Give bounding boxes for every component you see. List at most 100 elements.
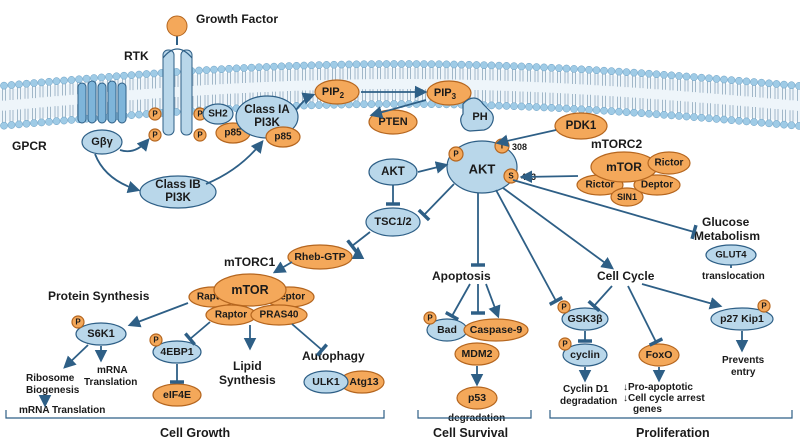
pip2-node: PIP2 — [314, 79, 360, 105]
svg-text:Bad: Bad — [437, 324, 457, 336]
svg-text:PIP3: PIP3 — [434, 87, 457, 101]
mrna-translation-label-2: Translation — [84, 377, 137, 388]
svg-text:SH2: SH2 — [208, 109, 228, 120]
lipid-synthesis-label-2: Synthesis — [219, 373, 276, 387]
svg-text:SIN1: SIN1 — [617, 192, 637, 202]
mrna-translation-bottom-label: mRNA Translation — [19, 405, 105, 416]
svg-text:AKT: AKT — [469, 162, 496, 177]
cell-cycle-label: Cell Cycle — [597, 269, 655, 283]
svg-text:Class IA: Class IA — [244, 104, 289, 116]
s6k1-node: S6K1 P — [71, 315, 127, 346]
svg-text:PI3K: PI3K — [254, 117, 280, 129]
svg-text:P: P — [152, 110, 158, 119]
svg-text:PI3K: PI3K — [165, 192, 191, 204]
svg-text:P: P — [562, 340, 568, 349]
svg-text:Class IB: Class IB — [155, 179, 200, 191]
svg-text:PDK1: PDK1 — [566, 120, 597, 132]
svg-text:Deptor: Deptor — [273, 292, 305, 303]
pro-apoptotic-label: ↓Pro-apoptotic — [623, 382, 693, 393]
svg-text:FoxO: FoxO — [646, 349, 673, 361]
svg-text:MDM2: MDM2 — [462, 348, 493, 360]
class-ib-pi3k-node: Class IB PI3K — [139, 175, 217, 209]
pip3-node: PIP3 — [426, 80, 472, 106]
svg-text:P: P — [153, 336, 159, 345]
glucose-label-2: Metabolism — [694, 229, 760, 243]
svg-text:p53: p53 — [468, 392, 486, 404]
glut4-node: GLUT4 — [705, 244, 757, 266]
mtorc1-complex: Raptor Deptor Raptor PRAS40 mTOR — [188, 273, 315, 326]
svg-text:Rictor: Rictor — [655, 158, 684, 169]
bottom-brackets — [5, 410, 793, 419]
pdk1-node: PDK1 — [554, 112, 608, 140]
cell-cycle-arrest-label-2: genes — [633, 404, 662, 415]
svg-text:P: P — [152, 131, 158, 140]
proliferation-label: Proliferation — [636, 426, 710, 440]
protein-synthesis-label: Protein Synthesis — [48, 289, 150, 303]
svg-text:Rheb-GTP: Rheb-GTP — [294, 251, 345, 263]
akt-left-node: AKT — [368, 158, 418, 186]
class-ia-pi3k-complex: SH2 p85 Class IA PI3K p85 — [202, 95, 301, 148]
svg-text:PIP2: PIP2 — [322, 86, 345, 100]
svg-text:P: P — [197, 131, 203, 140]
rtk-receptor — [162, 48, 193, 136]
svg-text:4EBP1: 4EBP1 — [160, 346, 193, 358]
growth-factor-ligand — [166, 15, 188, 45]
rtk-label: RTK — [124, 49, 149, 63]
svg-text:GSK3β: GSK3β — [567, 313, 603, 325]
mtorc2-complex: Rictor SIN1 Deptor mTOR Rictor — [576, 151, 691, 207]
svg-text:AKT: AKT — [381, 166, 405, 178]
svg-text:Gβγ: Gβγ — [91, 136, 113, 148]
prevents-label-1: Prevents — [722, 355, 765, 366]
foxo-node: FoxO — [638, 343, 680, 367]
gpcr-receptor — [77, 80, 127, 124]
svg-text:PH: PH — [472, 111, 487, 123]
translocation-label: translocation — [702, 271, 765, 282]
bad-casp9-complex: Bad P Caspase-9 — [423, 311, 529, 342]
mtorc1-label: mTORC1 — [224, 255, 275, 269]
svg-text:GLUT4: GLUT4 — [715, 250, 747, 261]
4ebp1-node: 4EBP1 P — [149, 333, 202, 364]
t308-label: 308 — [512, 142, 527, 152]
autophagy-label: Autophagy — [302, 349, 365, 363]
cyclin-node: cyclin P — [558, 337, 608, 367]
svg-text:P: P — [561, 303, 567, 312]
eif4e-node: eIF4E — [152, 383, 202, 407]
svg-text:P: P — [197, 110, 203, 119]
svg-text:p85: p85 — [224, 128, 242, 139]
growth-factor-label: Growth Factor — [196, 12, 278, 26]
gsk3b-node: GSK3β P — [557, 300, 609, 331]
prevents-label-2: entry — [731, 367, 756, 378]
cell-cycle-arrest-label-1: ↓Cell cycle arrest — [623, 393, 705, 404]
svg-text:P: P — [427, 314, 433, 323]
svg-text:p27 Kip1: p27 Kip1 — [720, 313, 764, 325]
svg-text:Raptor: Raptor — [197, 292, 229, 303]
svg-text:ULK1: ULK1 — [312, 376, 340, 388]
svg-text:Caspase-9: Caspase-9 — [470, 324, 523, 336]
svg-text:P: P — [761, 302, 767, 311]
svg-text:PTEN: PTEN — [378, 116, 407, 128]
svg-text:mTOR: mTOR — [606, 160, 642, 174]
ribosome-label-1: Ribosome — [26, 373, 75, 384]
ribosome-label-2: Biogenesis — [26, 385, 80, 396]
tsc-node: TSC1/2 — [365, 207, 421, 237]
svg-text:mTOR: mTOR — [231, 283, 268, 297]
gby-node: Gβγ — [81, 129, 123, 155]
svg-text:Atg13: Atg13 — [349, 376, 378, 388]
svg-text:P: P — [75, 318, 81, 327]
glucose-label-1: Glucose — [702, 215, 750, 229]
apoptosis-label: Apoptosis — [432, 269, 491, 283]
cyclin-d1-label-1: Cyclin D1 — [563, 384, 609, 395]
svg-text:eIF4E: eIF4E — [163, 389, 191, 401]
p53-node: p53 — [456, 386, 498, 410]
ulk1-atg13-complex: Atg13 ULK1 — [303, 370, 385, 394]
mdm2-node: MDM2 — [454, 342, 500, 366]
akt-main-node: PH AKT — [446, 97, 518, 194]
svg-text:S6K1: S6K1 — [87, 328, 115, 340]
svg-text:PRAS40: PRAS40 — [260, 310, 299, 321]
svg-text:cyclin: cyclin — [570, 349, 600, 361]
svg-text:Raptor: Raptor — [215, 310, 247, 321]
cell-survival-label: Cell Survival — [433, 426, 508, 440]
pathway-edges — [38, 85, 749, 408]
